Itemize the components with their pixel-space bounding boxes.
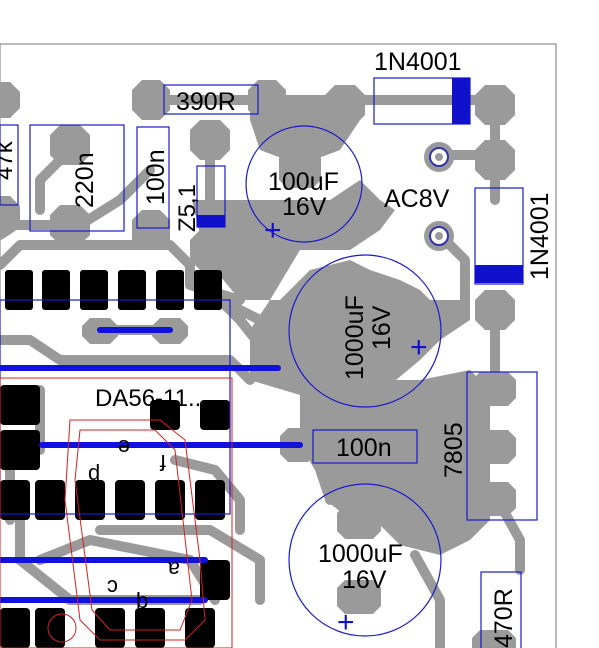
regulator-label: 7805 (440, 422, 468, 478)
c1000b-label: 1000uF (318, 540, 403, 568)
c1000b-plus: + (337, 606, 355, 639)
c1000a-label: 1000uF (341, 295, 369, 380)
r390-label: 390R (176, 88, 236, 116)
r47k-label: 47k (0, 140, 18, 180)
r470-label: 470R (490, 588, 518, 648)
component-outlines (0, 77, 538, 648)
c100u-voltage: 16V (282, 193, 327, 221)
zener-label: Z5,1 (174, 184, 201, 232)
c100u-plus: + (264, 214, 282, 247)
segment-b-label: b (136, 588, 148, 613)
segment-g-label: a (167, 557, 180, 582)
c220-label: 220n (71, 152, 99, 208)
display-label: DA56-11... (95, 385, 208, 412)
segment-f-label: f (159, 450, 166, 475)
segment-c-label: c (107, 575, 118, 600)
c1000b-voltage: 16V (342, 566, 387, 594)
c1000a-voltage: 16V (368, 305, 396, 350)
segment-e-label: e (118, 435, 130, 460)
ac-label: AC8V (384, 185, 450, 213)
display-outline (0, 377, 233, 648)
c100b-label: 100n (336, 434, 392, 462)
segment-d-label: d (88, 460, 100, 485)
jumpers (0, 327, 303, 603)
segment-a-label: a (130, 483, 143, 508)
c100a-label: 100n (142, 149, 170, 205)
c100u-label: 100uF (268, 168, 339, 196)
diode-top-label: 1N4001 (374, 48, 462, 76)
diode-right-label: 1N4001 (526, 192, 554, 280)
ac-input-pads (424, 142, 454, 251)
board-outline (0, 43, 557, 648)
c1000a-plus: + (410, 331, 428, 364)
